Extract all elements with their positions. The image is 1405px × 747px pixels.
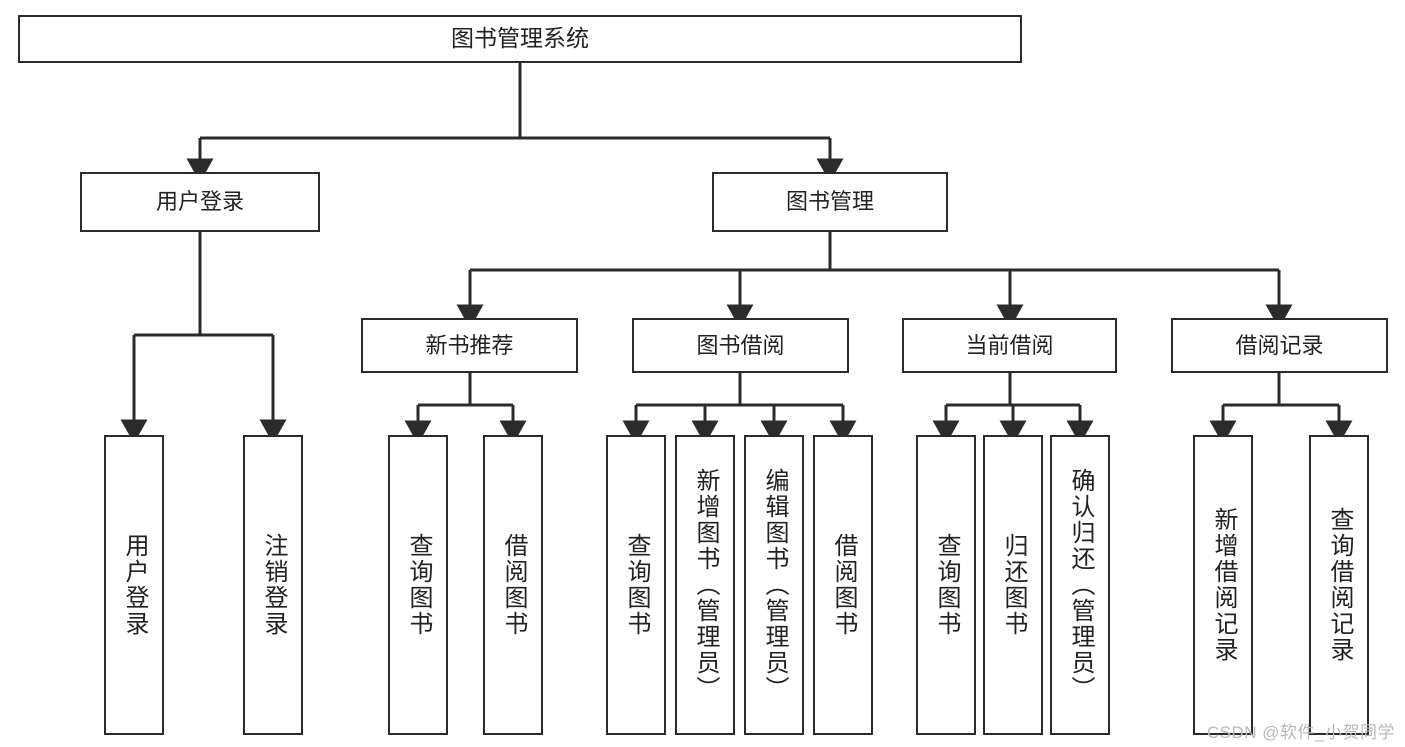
node-new-book-recommend-label: 新书推荐 [425,332,514,358]
node-borrow-record-label: 借阅记录 [1235,332,1324,358]
leaf-query-book-1[interactable]: 查询图书 [388,435,448,735]
node-root-label: 图书管理系统 [451,25,589,52]
leaf-query-borrow-record[interactable]: 查询借阅记录 [1309,435,1369,735]
leaf-add-borrow-record-label: 新增借阅记录 [1210,507,1237,663]
leaf-logout-label: 注销登录 [260,533,287,637]
node-user-login-label: 用户登录 [155,189,244,215]
leaf-query-book-3[interactable]: 查询图书 [916,435,976,735]
leaf-confirm-return-admin-label: 确认归还（管理员） [1067,468,1094,702]
leaf-borrow-book-1[interactable]: 借阅图书 [483,435,543,735]
leaf-add-book-admin[interactable]: 新增图书（管理员） [675,435,735,735]
node-current-borrow-label: 当前借阅 [965,332,1054,358]
leaf-borrow-book-2-label: 借阅图书 [830,533,857,637]
leaf-edit-book-admin-label: 编辑图书（管理员） [761,468,788,702]
node-new-book-recommend[interactable]: 新书推荐 [361,318,578,373]
node-book-borrow[interactable]: 图书借阅 [632,318,849,373]
leaf-return-book-label: 归还图书 [1000,533,1027,637]
leaf-borrow-book-2[interactable]: 借阅图书 [813,435,873,735]
leaf-logout[interactable]: 注销登录 [243,435,303,735]
leaf-query-book-2[interactable]: 查询图书 [606,435,666,735]
node-current-borrow[interactable]: 当前借阅 [902,318,1117,373]
leaf-add-borrow-record[interactable]: 新增借阅记录 [1193,435,1253,735]
leaf-edit-book-admin[interactable]: 编辑图书（管理员） [744,435,804,735]
node-root[interactable]: 图书管理系统 [18,15,1022,63]
leaf-query-book-2-label: 查询图书 [623,533,650,637]
node-book-manage-label: 图书管理 [785,189,874,215]
leaf-user-login-label: 用户登录 [121,533,148,637]
leaf-query-borrow-record-label: 查询借阅记录 [1326,507,1353,663]
leaf-query-book-1-label: 查询图书 [405,533,432,637]
node-book-borrow-label: 图书借阅 [696,332,785,358]
leaf-borrow-book-1-label: 借阅图书 [500,533,527,637]
watermark: CSDN @软件_小贺同学 [1206,723,1395,742]
leaf-user-login[interactable]: 用户登录 [104,435,164,735]
node-borrow-record[interactable]: 借阅记录 [1171,318,1388,373]
leaf-query-book-3-label: 查询图书 [933,533,960,637]
leaf-return-book[interactable]: 归还图书 [983,435,1043,735]
node-user-login[interactable]: 用户登录 [80,172,320,232]
node-book-manage[interactable]: 图书管理 [712,172,948,232]
leaf-confirm-return-admin[interactable]: 确认归还（管理员） [1050,435,1110,735]
leaf-add-book-admin-label: 新增图书（管理员） [692,468,719,702]
